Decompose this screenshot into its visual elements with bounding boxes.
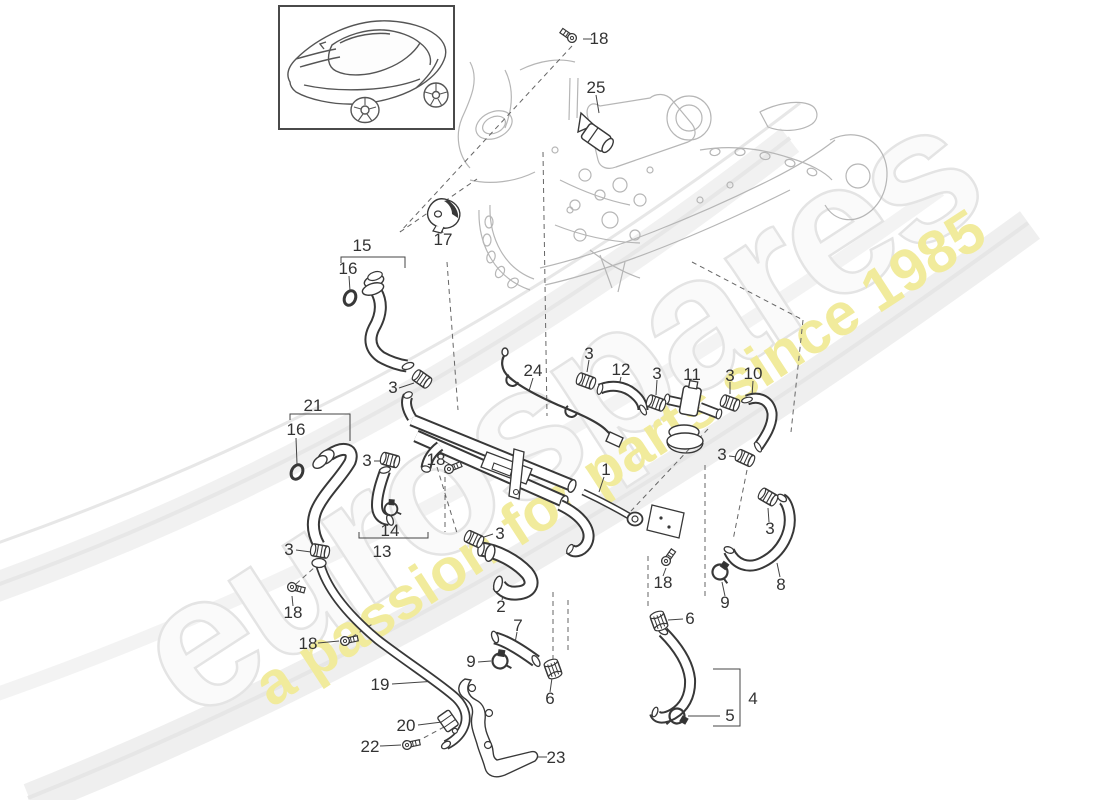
part-15-hose [361, 270, 415, 373]
part-16-oring [342, 289, 358, 307]
part-2-hose [477, 541, 539, 601]
car-outline-icon [287, 20, 449, 124]
part-13-hose [370, 466, 395, 526]
part-3-clamps [308, 367, 780, 560]
part-7-hose [490, 630, 541, 668]
part-1-water-pipe [401, 391, 685, 558]
part-10-hose [741, 392, 778, 453]
part-17-bracket [426, 198, 461, 234]
part-20-bracket [437, 709, 459, 734]
part-8-hose [723, 493, 796, 572]
part-12-hose [596, 380, 649, 416]
part-23-bracket [458, 678, 539, 778]
part-22-bolt [401, 737, 422, 751]
engine-illustration [457, 59, 888, 293]
vehicle-thumbnail [278, 5, 455, 130]
part-11-valve [663, 379, 723, 454]
parts-dark-linework [285, 26, 796, 778]
callout-leader-lines [289, 38, 781, 758]
part-24-vent-line [501, 347, 624, 448]
part-16-oring [289, 463, 305, 481]
part-25-sensor [577, 111, 614, 154]
part-19-pipe [311, 557, 471, 750]
part-4-hose [649, 626, 697, 724]
part-21-hose [306, 442, 358, 549]
part-6-clamps [542, 608, 670, 682]
